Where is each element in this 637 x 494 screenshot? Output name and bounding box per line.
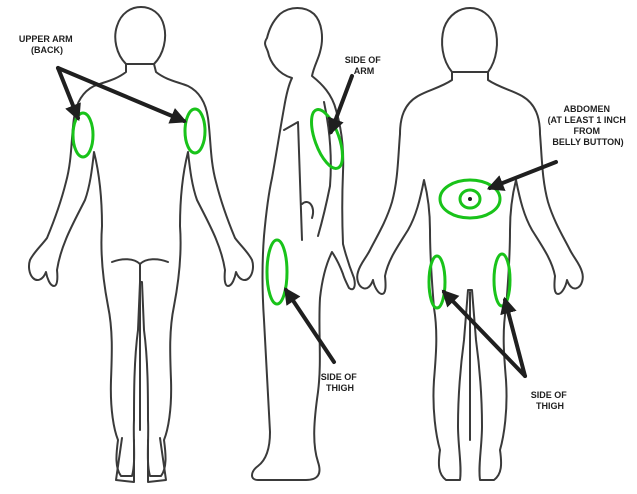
side-body-outline: [252, 8, 355, 480]
side-of-thigh-front-label: SIDE OF THIGH: [531, 390, 570, 411]
belly-button: [468, 197, 472, 201]
side-of-arm-label-line-1: SIDE OF: [345, 55, 382, 65]
abdomen-arrow: [490, 162, 556, 188]
upper-arm-label: UPPER ARM (BACK): [19, 34, 75, 55]
side-of-thigh-side-label-line-1: SIDE OF: [321, 372, 358, 382]
side-of-thigh-front-label-line-1: SIDE OF: [531, 390, 568, 400]
side-arm: [318, 102, 331, 236]
front-head: [442, 8, 497, 72]
abdomen-label-line-1: ABDOMEN: [563, 104, 610, 114]
side-chest-line: [284, 122, 302, 240]
upper-arm-back-left-site: [73, 113, 93, 157]
upper-arm-label-line-2: (BACK): [31, 45, 63, 55]
side-of-thigh-side-label-line-2: THIGH: [326, 383, 354, 393]
pointer-arrows: [58, 68, 556, 376]
side-view-figure: [252, 8, 355, 480]
side-of-thigh-site: [267, 240, 287, 304]
abdomen-label: ABDOMEN (AT LEAST 1 INCH FROM BELLY BUTT…: [548, 104, 629, 147]
side-hip-line: [302, 202, 313, 218]
abdomen-label-line-4: BELLY BUTTON): [552, 137, 623, 147]
side-of-thigh-front-label-line-2: THIGH: [536, 401, 564, 411]
back-head: [115, 7, 165, 64]
side-of-arm-label-line-2: ARM: [354, 66, 375, 76]
abdomen-label-line-2: (AT LEAST 1 INCH: [548, 115, 626, 125]
side-of-thigh-side-label: SIDE OF THIGH: [321, 372, 360, 393]
side-of-arm-label: SIDE OF ARM: [345, 55, 384, 76]
abdomen-label-line-3: FROM: [573, 126, 600, 136]
upper-arm-label-line-1: UPPER ARM: [19, 34, 73, 44]
side-of-thigh-side-arrow: [286, 290, 334, 362]
upper-arm-back-right-site: [185, 109, 205, 153]
